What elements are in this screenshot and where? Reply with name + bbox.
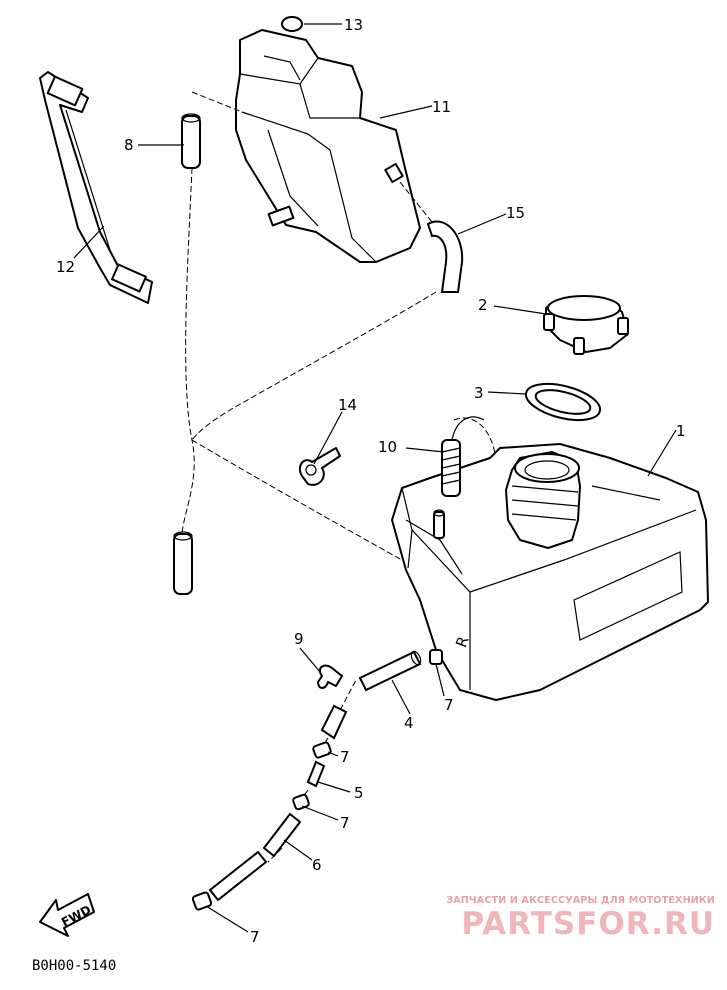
watermark-tagline: ЗАПЧАСТИ И АКСЕССУАРЫ ДЛЯ МОТОТЕХНИКИ	[446, 895, 715, 906]
callout-7-c: 7	[340, 814, 350, 832]
part-9-clip	[317, 664, 343, 689]
part-12-strap	[39, 71, 153, 304]
callout-labels: 13 11 8 12 15 2 3 14 10 1 9 4 7 7 5 7 6 …	[56, 16, 686, 946]
callout-9: 9	[294, 630, 304, 648]
callout-6: 6	[312, 856, 322, 874]
callout-3: 3	[474, 384, 484, 402]
callout-2: 2	[478, 296, 488, 314]
callout-7-a: 7	[444, 696, 454, 714]
part-6-fuel-hose	[208, 812, 302, 902]
callout-5: 5	[354, 784, 364, 802]
part-15-curved-hose	[426, 220, 464, 293]
watermark-logo: PARTSFOR.RU	[461, 906, 715, 942]
callout-13: 13	[344, 16, 363, 34]
part-13-reservoir-cap	[281, 16, 303, 32]
leader-lines	[73, 23, 677, 933]
part-5-joint	[306, 760, 326, 788]
callout-12: 12	[56, 258, 75, 276]
part-10-vent-hose	[441, 416, 485, 497]
overflow-hose	[173, 531, 193, 595]
callout-10: 10	[378, 438, 397, 456]
fwd-arrow-icon: FWD	[39, 893, 95, 937]
callout-11: 11	[432, 98, 451, 116]
part-4-fuel-hose	[320, 650, 422, 740]
callout-8: 8	[124, 136, 134, 154]
part-11-reservoir-tank	[235, 29, 421, 263]
part-8-short-hose	[181, 113, 201, 169]
callout-7-d: 7	[250, 928, 260, 946]
callout-1: 1	[676, 422, 686, 440]
callout-7-b: 7	[340, 748, 350, 766]
part-14-clip	[298, 447, 341, 486]
diagram-code: B0H00-5140	[32, 958, 116, 974]
callout-14: 14	[338, 396, 357, 414]
callout-4: 4	[404, 714, 414, 732]
callout-15: 15	[506, 204, 525, 222]
part-1-fuel-tank: R	[391, 443, 709, 701]
part-2-fuel-cap	[543, 295, 629, 355]
part-3-gasket	[524, 382, 602, 422]
